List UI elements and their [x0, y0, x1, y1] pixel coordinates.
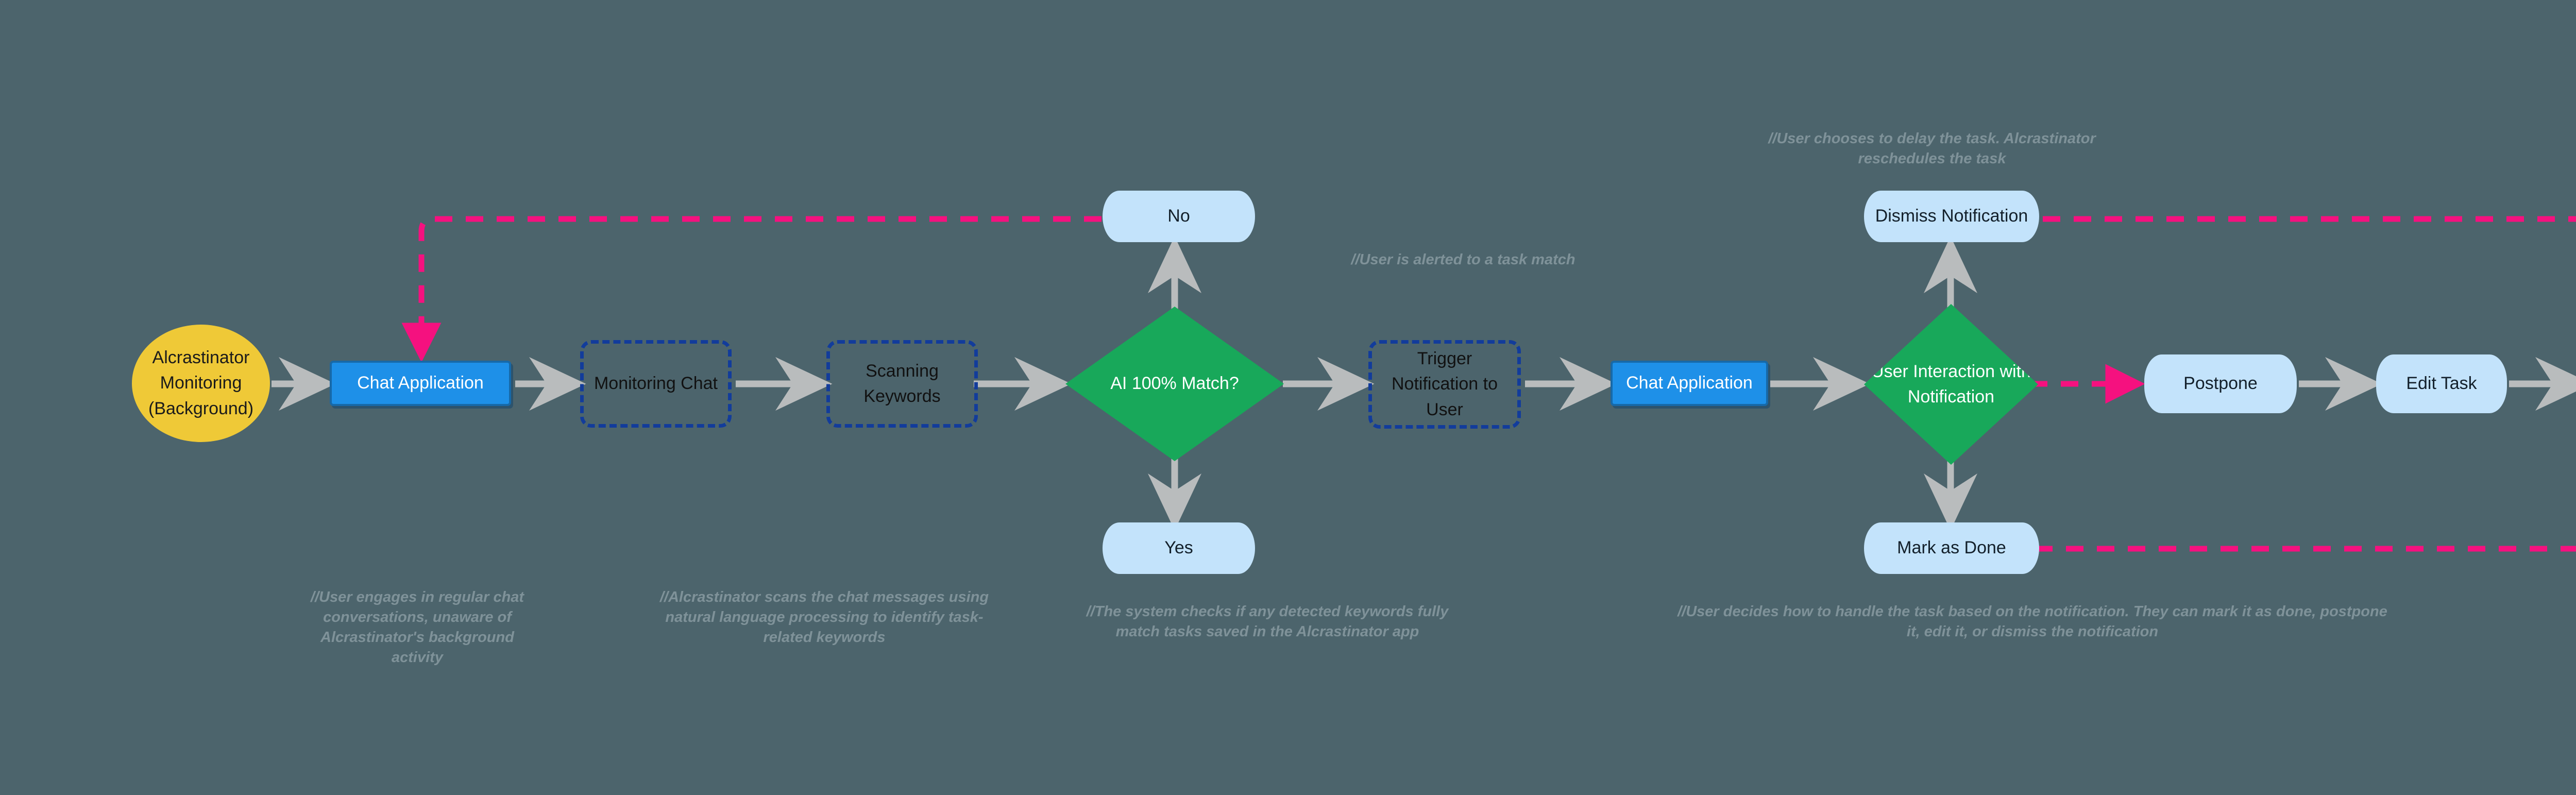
node-trigger-notification-label: Trigger Notification to User: [1392, 349, 1498, 419]
node-scanning-keywords-label: Scanning Keywords: [863, 361, 941, 406]
node-branch-no-label: No: [1167, 206, 1190, 226]
node-monitoring-chat[interactable]: Monitoring Chat: [580, 340, 732, 428]
note-system-checks: //The system checks if any detected keyw…: [1086, 603, 1449, 640]
node-start-label: Alcrastinator Monitoring (Background): [148, 348, 254, 418]
node-chat-application-2[interactable]: Chat Application: [1611, 361, 1768, 406]
note-user-decides: //User decides how to handle the task ba…: [1677, 603, 2387, 640]
node-start[interactable]: Alcrastinator Monitoring (Background): [132, 325, 270, 442]
note-user-engages: //User engages in regular chat conversat…: [310, 589, 524, 666]
node-postpone-label: Postpone: [2183, 374, 2258, 394]
node-branch-yes-label: Yes: [1164, 538, 1193, 558]
node-decision-user-interaction-label: User Interaction with Notification: [1871, 361, 2031, 407]
node-edit-task[interactable]: Edit Task: [2376, 354, 2507, 413]
node-scanning-keywords[interactable]: Scanning Keywords: [826, 340, 978, 428]
node-branch-no[interactable]: No: [1103, 191, 1255, 242]
node-dismiss-notification-label: Dismiss Notification: [1875, 206, 2028, 226]
node-monitoring-chat-label: Monitoring Chat: [594, 374, 718, 394]
node-chat-application-1[interactable]: Chat Application: [330, 361, 511, 406]
node-postpone[interactable]: Postpone: [2144, 354, 2297, 413]
node-edit-task-label: Edit Task: [2406, 374, 2477, 394]
node-dismiss-notification[interactable]: Dismiss Notification: [1864, 191, 2039, 242]
note-alcrastinator-scans: //Alcrastinator scans the chat messages …: [659, 589, 989, 646]
note-user-alerted: //User is alerted to a task match: [1351, 251, 1575, 268]
node-chat-application-2-label: Chat Application: [1626, 373, 1753, 393]
node-mark-as-done[interactable]: Mark as Done: [1864, 522, 2039, 574]
node-mark-as-done-label: Mark as Done: [1897, 538, 2006, 558]
node-decision-ai-match-label: AI 100% Match?: [1110, 374, 1239, 394]
note-user-delays: //User chooses to delay the task. Alcras…: [1768, 130, 2096, 167]
node-chat-application-1-label: Chat Application: [357, 373, 484, 393]
node-trigger-notification[interactable]: Trigger Notification to User: [1368, 340, 1521, 429]
node-branch-yes[interactable]: Yes: [1103, 522, 1255, 574]
